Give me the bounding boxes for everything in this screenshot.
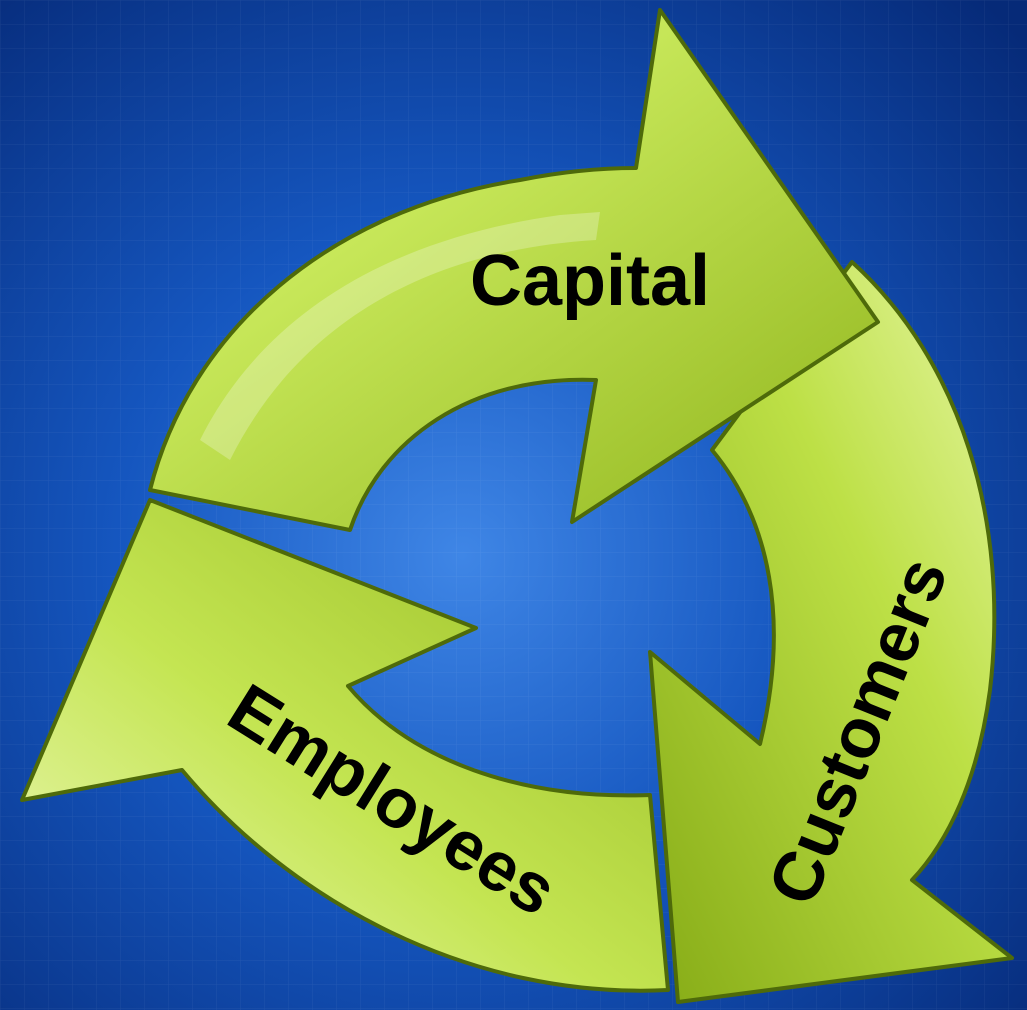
customers-arrow — [648, 260, 1014, 1004]
capital-arrow-highlight — [200, 212, 600, 460]
employees-arrow — [20, 498, 670, 993]
capital-label: Capital — [470, 241, 710, 321]
capital-arrow — [148, 8, 880, 532]
